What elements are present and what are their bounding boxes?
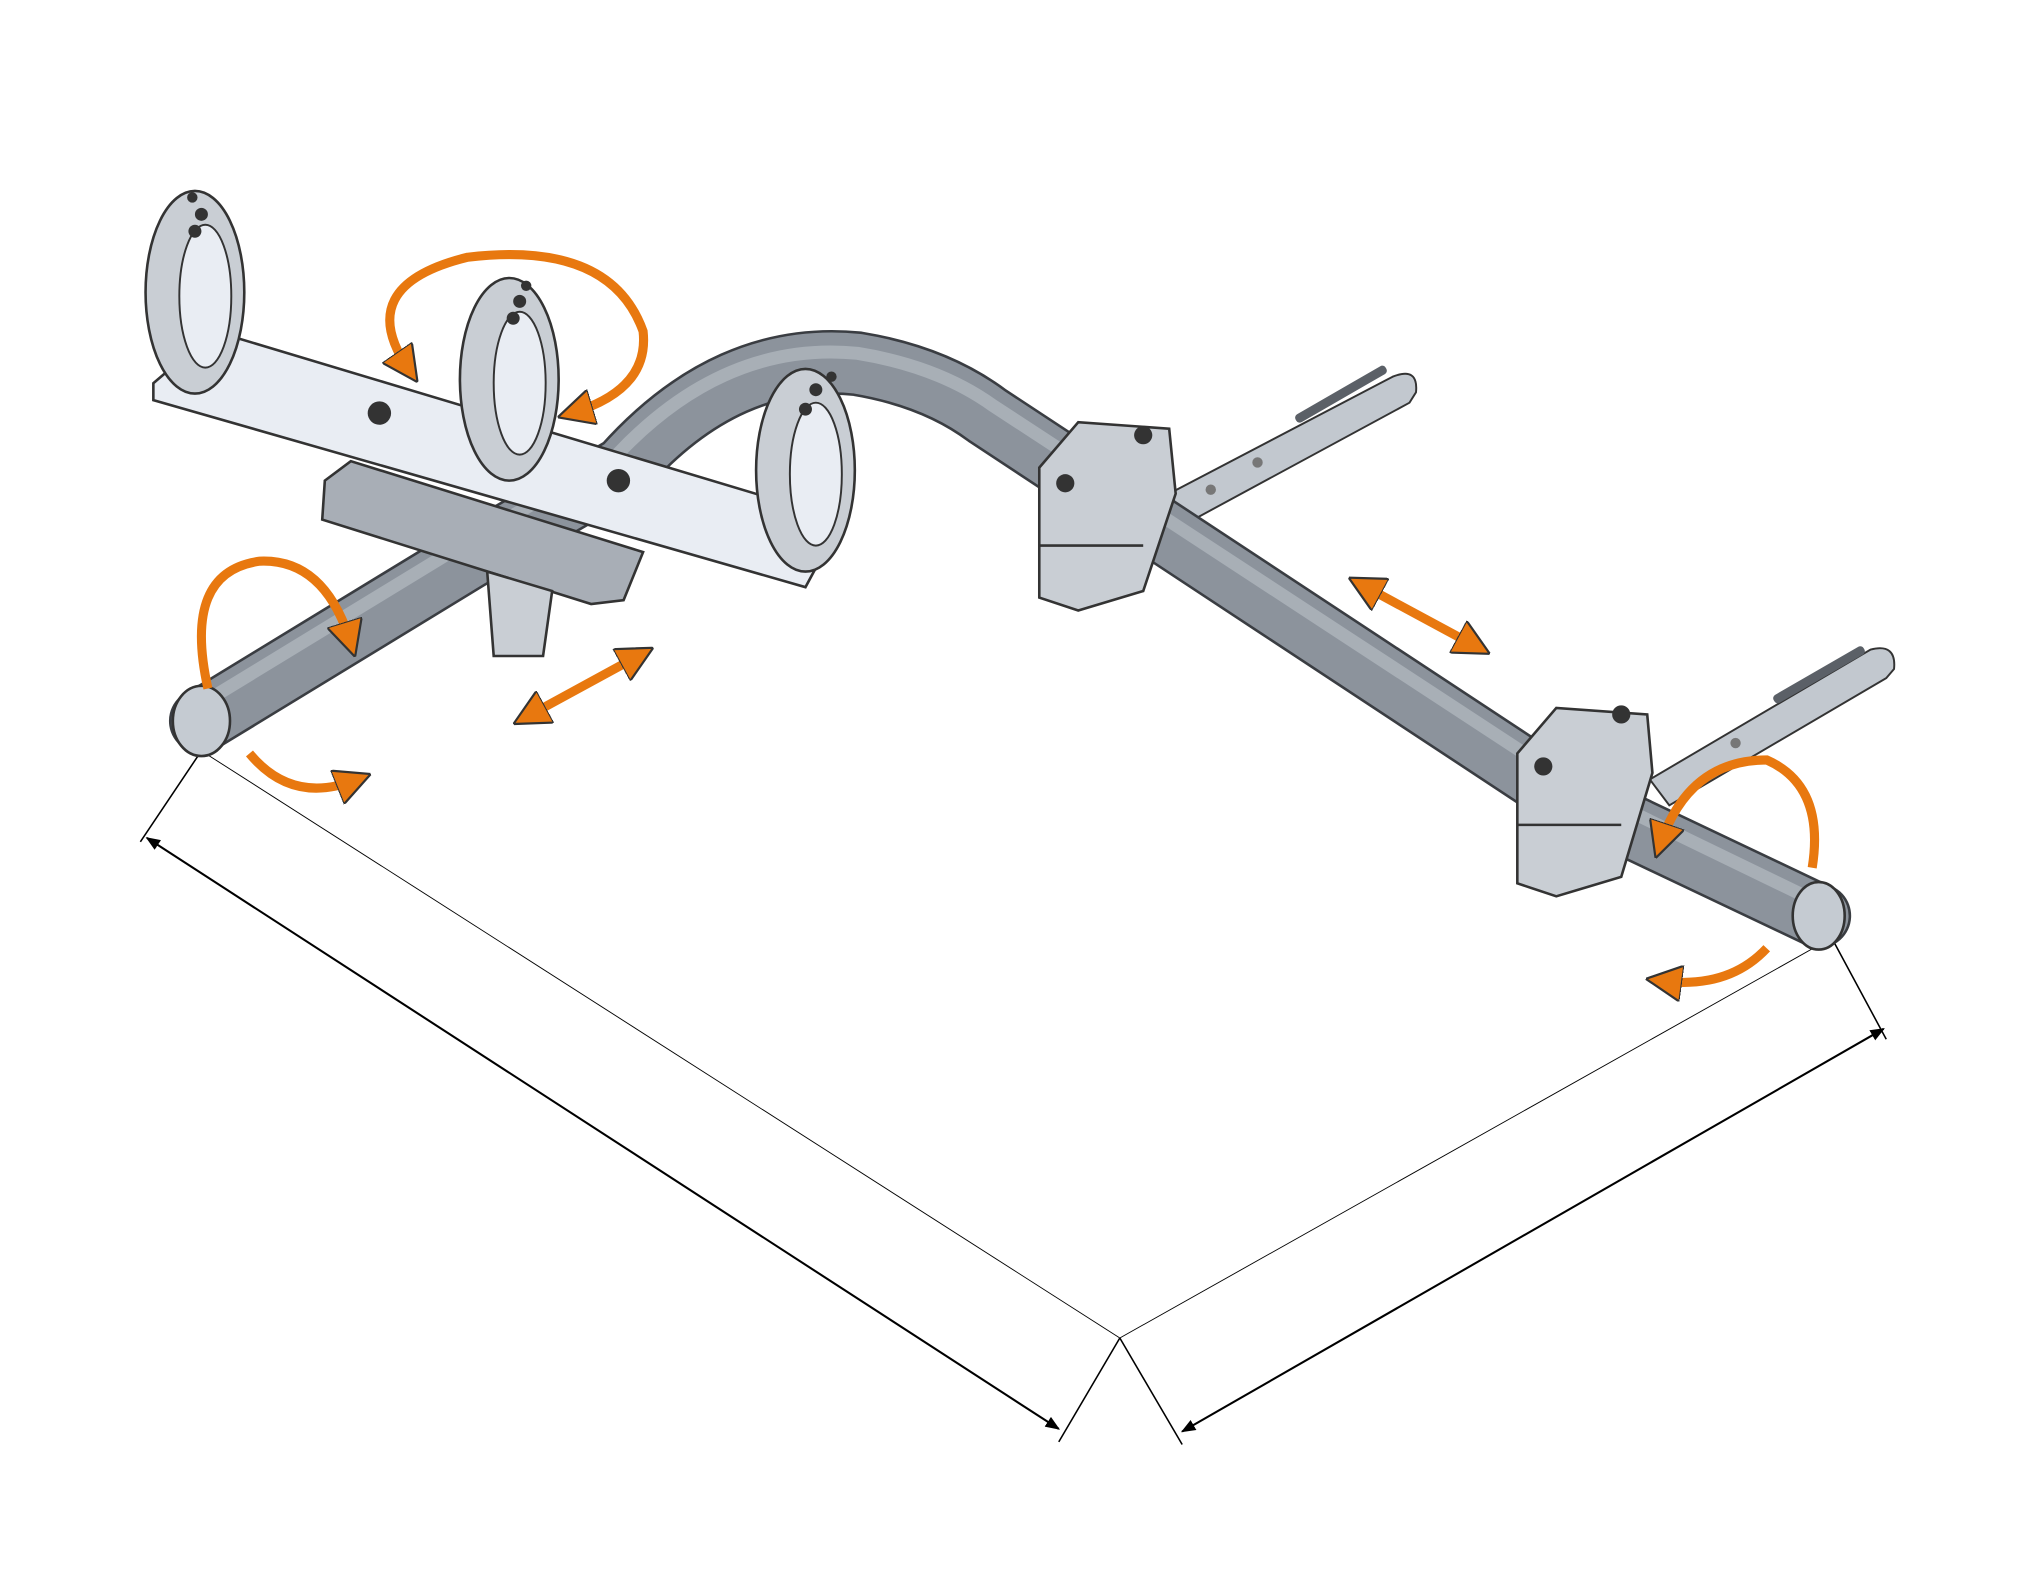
mount-base [320,459,645,658]
rotation-arrow-left-bottom-icon [245,750,357,788]
translation-arrow-base-icon [526,655,640,717]
dimension-arrow-width [1180,1027,1885,1433]
tube-end-left [171,684,232,758]
dimension-lines [139,750,1887,1445]
tube-clamp-upper [1037,420,1178,612]
main-tube [168,329,1852,951]
ring-clamp-center [458,276,560,482]
ring-clamp-right [754,367,857,573]
reference-line-left [201,750,1121,1339]
rotation-arrow-right-bottom-icon [1660,945,1771,982]
ring-clamp-left [144,189,246,395]
dimension-arrow-length [145,836,1060,1430]
rotation-arrow-left-icon [197,556,350,690]
rotation-arrow-right-icon [1660,755,1820,869]
extension-line-center-right [1119,1337,1183,1445]
translation-arrow-tube-icon [1361,585,1477,647]
extension-line-right [1831,937,1887,1040]
extension-line-center-left [1058,1337,1121,1443]
slotted-bracket-lower [1648,646,1896,807]
reference-line-right [1119,937,1832,1339]
motion-arrows [197,250,1820,983]
tube-clamp-lower [1516,705,1654,898]
extension-line-left [139,750,203,843]
rotation-arrow-center-icon [390,250,649,414]
tube-end-right [1791,880,1846,951]
slotted-bracket-upper [1167,365,1418,524]
